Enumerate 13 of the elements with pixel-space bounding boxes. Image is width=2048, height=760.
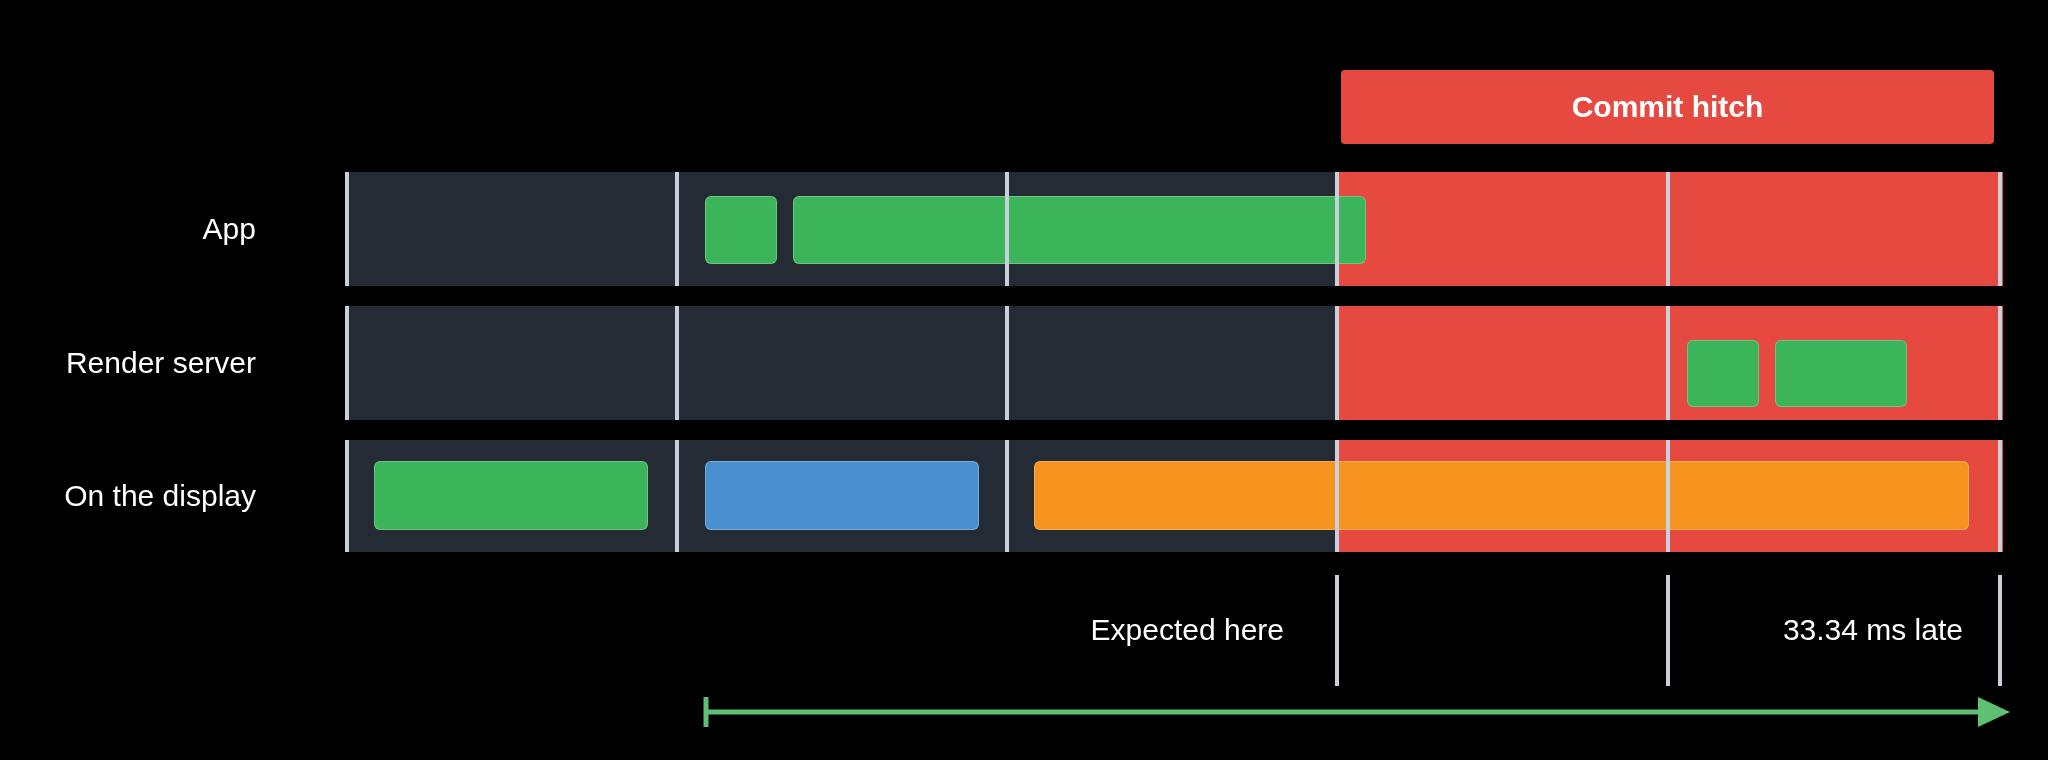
row-label: On the display: [64, 479, 256, 513]
row-label: Render server: [65, 346, 256, 380]
activity-bar: [705, 461, 979, 530]
activity-bar: [705, 196, 777, 264]
annotation-label: 33.34 ms late: [1782, 613, 1963, 647]
row-label: App: [202, 212, 256, 246]
hitch-banner: Commit hitch: [1341, 70, 1994, 144]
activity-bar: [1775, 340, 1907, 407]
activity-bar: [793, 196, 1366, 264]
annotation-label: Expected here: [1090, 613, 1284, 647]
activity-bar: [1687, 340, 1759, 407]
activity-bar: [374, 461, 648, 530]
activity-bar: [1034, 461, 1969, 530]
